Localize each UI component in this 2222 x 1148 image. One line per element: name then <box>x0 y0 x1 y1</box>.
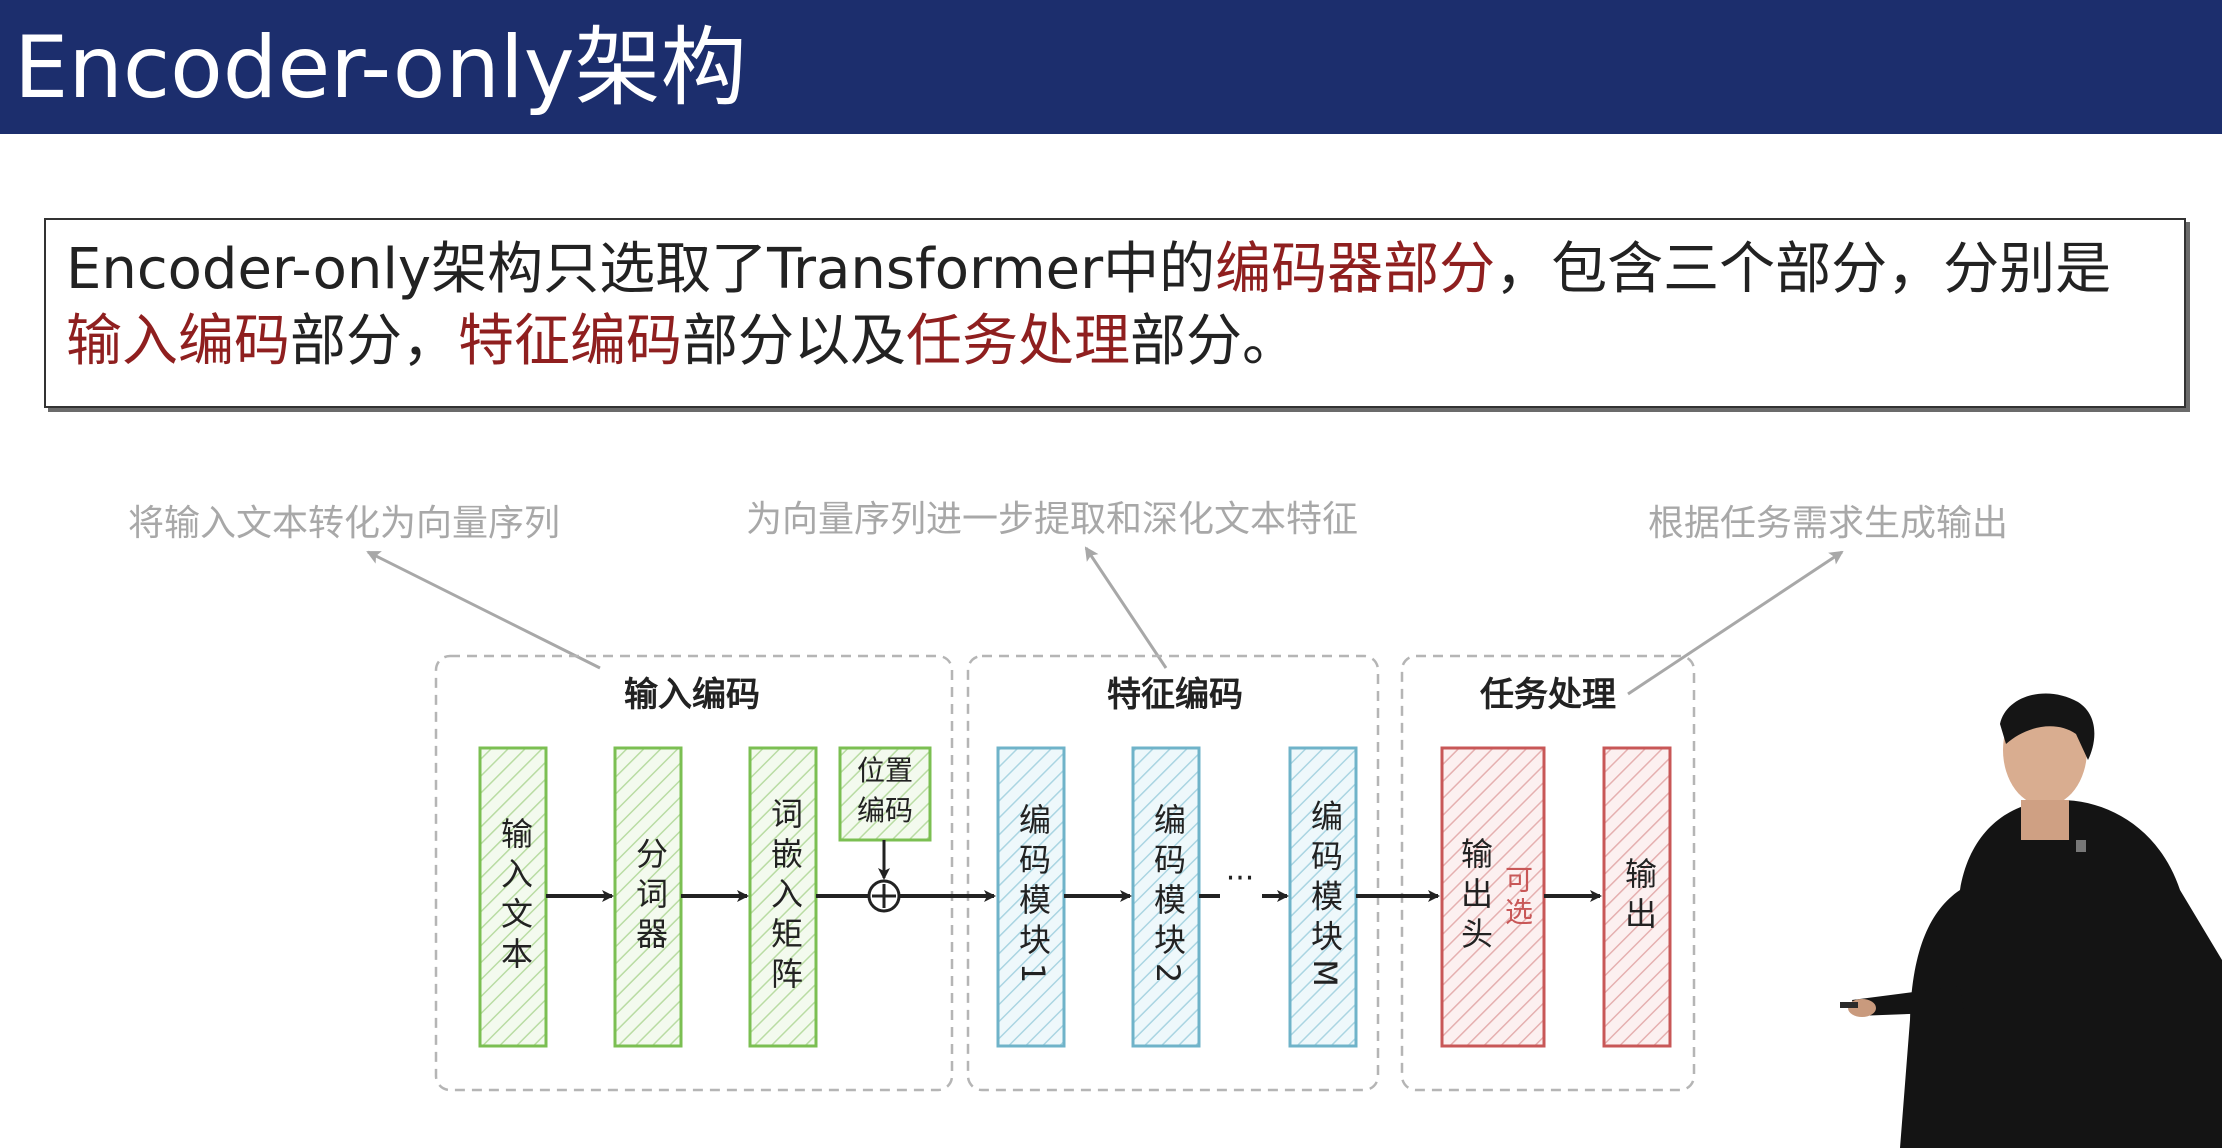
summary-text: 部分以及 <box>682 309 906 374</box>
annotation-pointer-task <box>1627 550 1844 696</box>
block-output-head-label: 输出头 <box>1456 837 1494 957</box>
presenter-image <box>1840 693 2222 1148</box>
annotation-task-processing: 根据任务需求生成输出 <box>1648 503 2009 544</box>
annotation-pointer-input <box>366 550 601 670</box>
block-tokenizer <box>613 746 683 1048</box>
block-output-label: 输出 <box>1620 857 1658 937</box>
section-title-input: 输入编码 <box>624 675 760 715</box>
block-encoder-module-1-label: 编码模块1 <box>1014 803 1052 991</box>
block-encoder-module-m <box>1288 746 1358 1048</box>
block-position-encoding <box>838 746 932 842</box>
slide-title: Encoder-only架构 <box>14 18 747 118</box>
block-encoder-module-2 <box>1131 746 1201 1048</box>
section-title-task: 任务处理 <box>1480 675 1616 715</box>
block-encoder-module-m-label: 编码模块M <box>1306 799 1344 995</box>
section-input-encoding <box>434 654 954 1092</box>
block-encoder-module-1 <box>996 746 1066 1048</box>
block-embedding <box>748 746 818 1048</box>
block-input-text-label: 输入文本 <box>496 817 534 977</box>
section-title-feature: 特征编码 <box>1107 675 1243 715</box>
block-position-encoding-label: 位置编码 <box>857 754 913 827</box>
block-encoder-module-2-label: 编码模块2 <box>1149 803 1187 991</box>
annotation-feature-encoding: 为向量序列进一步提取和深化文本特征 <box>746 499 1359 540</box>
summary-text: ，包含三个部分，分别是 <box>1495 237 2112 302</box>
summary-highlight-feature: 特征编码 <box>458 309 682 374</box>
summary-highlight-task: 任务处理 <box>906 309 1130 374</box>
ellipsis-text: ··· <box>1226 861 1255 896</box>
summary-text: 部分， <box>290 309 458 374</box>
annotation-input-encoding: 将输入文本转化为向量序列 <box>128 503 561 544</box>
slide-header: Encoder-only架构 <box>0 0 2222 134</box>
block-tokenizer-label: 分词器 <box>631 837 669 957</box>
block-embedding-label: 词嵌入矩阵 <box>766 797 804 997</box>
block-output-head <box>1440 746 1546 1048</box>
summary-text: 部分。 <box>1130 309 1298 374</box>
block-input-text <box>478 746 548 1048</box>
annotation-pointer-feature <box>1084 546 1168 669</box>
summary-highlight-encoder: 编码器部分 <box>1215 237 1496 302</box>
section-feature-encoding <box>966 654 1380 1092</box>
summary-text: Encoder-only架构只选取了Transformer中的 <box>66 237 1216 302</box>
optional-tag: 可选 <box>1501 865 1534 929</box>
summary-box: Encoder-only架构只选取了Transformer中的编码器部分，包含三… <box>44 218 2186 408</box>
summary-highlight-input: 输入编码 <box>66 309 290 374</box>
block-output <box>1602 746 1672 1048</box>
